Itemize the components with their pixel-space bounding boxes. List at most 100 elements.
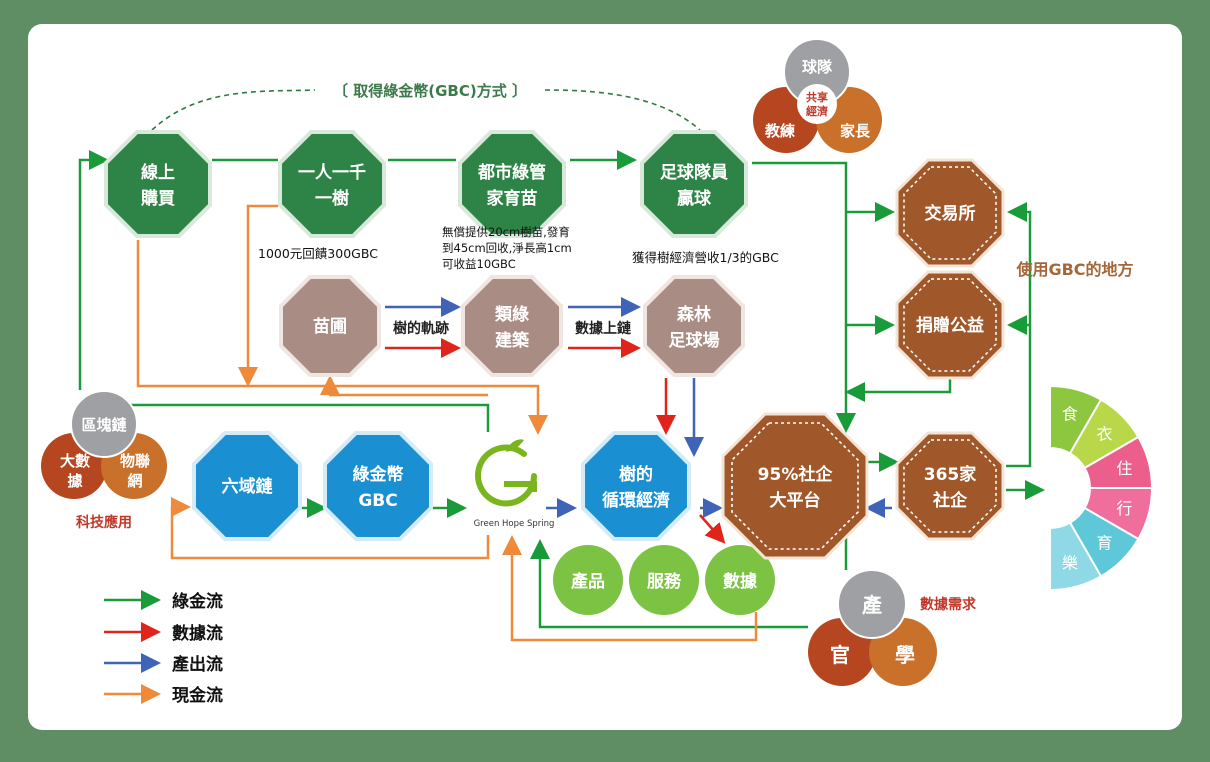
node-forest-football-field[interactable]: 森林 足球場 [643,275,745,377]
node-donation[interactable]: 捐贈公益 [895,270,1005,380]
svg-text:區塊鏈: 區塊鏈 [81,416,127,434]
node-green-gold-coin[interactable]: 綠金幣 GBC [323,431,433,541]
svg-text:數據流: 數據流 [172,623,223,644]
logo-text: Green Hope Spring [474,519,555,529]
output-data[interactable] [705,545,775,615]
svg-text:森林: 森林 [677,304,711,325]
flow-green-iua-logo [530,539,808,629]
svg-text:家長: 家長 [840,122,871,140]
venn-industry [837,569,907,639]
svg-text:捐贈公益: 捐贈公益 [916,315,984,336]
flow-green-tech-online [78,150,109,390]
life-wheel-label: 樂 [1062,553,1078,572]
venn-blockchain [70,390,138,458]
svg-text:一樹: 一樹 [315,188,349,209]
svg-text:95%社企: 95%社企 [758,464,834,485]
flow-green-365-exchange [1006,202,1032,468]
note-football: 獲得樹經濟營收1/3的GBC [632,250,779,265]
logo-g-bar [504,481,537,492]
svg-text:家育苗: 家育苗 [487,188,538,209]
svg-text:現金流: 現金流 [172,685,223,706]
life-wheel-label: 行 [1116,499,1132,518]
note-urban-line1: 無償提供20cm樹苗,發育 [442,225,570,239]
svg-text:苗圃: 苗圃 [313,316,347,337]
svg-text:循環經濟: 循環經濟 [602,490,670,511]
svg-text:產: 產 [862,593,882,617]
svg-text:交易所: 交易所 [925,203,976,224]
note-urban-line2: 到45cm回收,淨長高1cm [442,241,572,255]
flow-green-tech-logo [110,403,490,432]
flow-cash-logo-sixchain [170,497,490,560]
flow-green-donate-back [845,378,952,402]
node-one-person-thousand-tree[interactable]: 一人一千 一樹 [278,130,386,238]
svg-text:數據: 數據 [723,571,758,592]
node-tree-circular-economy[interactable]: 樹的 循環經濟 [581,431,691,541]
legend: 綠金流 數據流 產出流 現金流 [104,590,223,706]
tech-caption: 科技應用 [76,514,132,531]
venn-center [797,84,837,124]
node-365-social-enterprises[interactable]: 365家 社企 [895,431,1005,541]
output-circles: 產品 服務 數據 [553,545,775,615]
logo-g-mark [475,444,537,507]
svg-text:服務: 服務 [647,571,682,592]
svg-text:一人一千: 一人一千 [298,163,366,183]
node-urban-seedling[interactable]: 都市綠管 家育苗 [458,130,566,238]
output-service[interactable] [629,545,699,615]
svg-text:建築: 建築 [495,330,530,351]
flow-data-circular-output [699,514,726,544]
output-product[interactable] [553,545,623,615]
node-six-domain-chain[interactable]: 六域鏈 [192,431,302,541]
svg-text:物聯: 物聯 [120,452,150,470]
tech-venn: 區塊鏈 大數 據 物聯 網 科技應用 [41,390,167,531]
label-data-chain: 數據上鏈 [575,320,631,337]
node-social-enterprise-platform[interactable]: 95%社企 大平台 [721,412,869,560]
svg-text:都市綠管: 都市綠管 [477,162,546,183]
svg-text:產出流: 產出流 [172,654,223,675]
section-title: 〔 取得綠金幣(GBC)方式 〕 [333,82,527,100]
node-exchange[interactable]: 交易所 [895,158,1005,268]
node-online-purchase[interactable]: 線上 購買 [104,130,212,238]
svg-text:共享: 共享 [806,90,828,104]
svg-text:綠金幣: 綠金幣 [353,464,404,485]
note-urban-line3: 可收益10GBC [442,257,516,271]
green-hope-spring-logo[interactable]: Green Hope Spring [474,439,555,529]
use-gbc-label: 使用GBC的地方 [1015,260,1133,279]
svg-text:據: 據 [67,472,83,490]
svg-text:綠金流: 綠金流 [172,591,223,612]
label-tree-trace: 樹的軌跡 [393,320,449,337]
svg-text:學: 學 [895,643,915,667]
svg-text:贏球: 贏球 [677,188,712,209]
life-wheel-label: 育 [1096,533,1112,552]
team-venn: 球隊 教練 家長 共享 經濟 [753,38,882,153]
svg-text:365家: 365家 [924,464,977,485]
life-wheel-label: 住 [1116,459,1132,478]
svg-text:社企: 社企 [932,490,968,511]
node-green-building[interactable]: 類綠 建築 [461,275,563,377]
life-wheel-label: 衣 [1096,425,1112,444]
flow-green-football-platform [752,161,856,433]
svg-text:六域鏈: 六域鏈 [222,476,273,497]
life-wheel-hub [1050,448,1090,528]
svg-text:線上: 線上 [141,162,175,183]
svg-text:大平台: 大平台 [770,490,821,511]
svg-text:類綠: 類綠 [494,304,530,325]
flow-cash-data-logo [502,535,758,642]
data-demand-caption: 數據需求 [920,596,977,613]
title-arc-right [544,89,701,131]
node-football-win[interactable]: 足球隊員 贏球 [640,130,748,238]
svg-text:GBC: GBC [358,491,397,511]
node-nursery[interactable]: 苗圃 [279,275,381,377]
svg-text:產品: 產品 [571,571,605,592]
svg-text:教練: 教練 [764,122,795,140]
flow-cash-to-nursery [320,375,488,397]
flow-cash-onetree [238,204,278,387]
svg-text:官: 官 [830,643,850,667]
note-one-tree: 1000元回饋300GBC [258,246,378,261]
svg-text:經濟: 經濟 [806,104,828,118]
svg-text:足球場: 足球場 [669,331,720,351]
svg-text:購買: 購買 [141,188,175,209]
iua-venn: 產 官 學 數據需求 [808,569,977,686]
